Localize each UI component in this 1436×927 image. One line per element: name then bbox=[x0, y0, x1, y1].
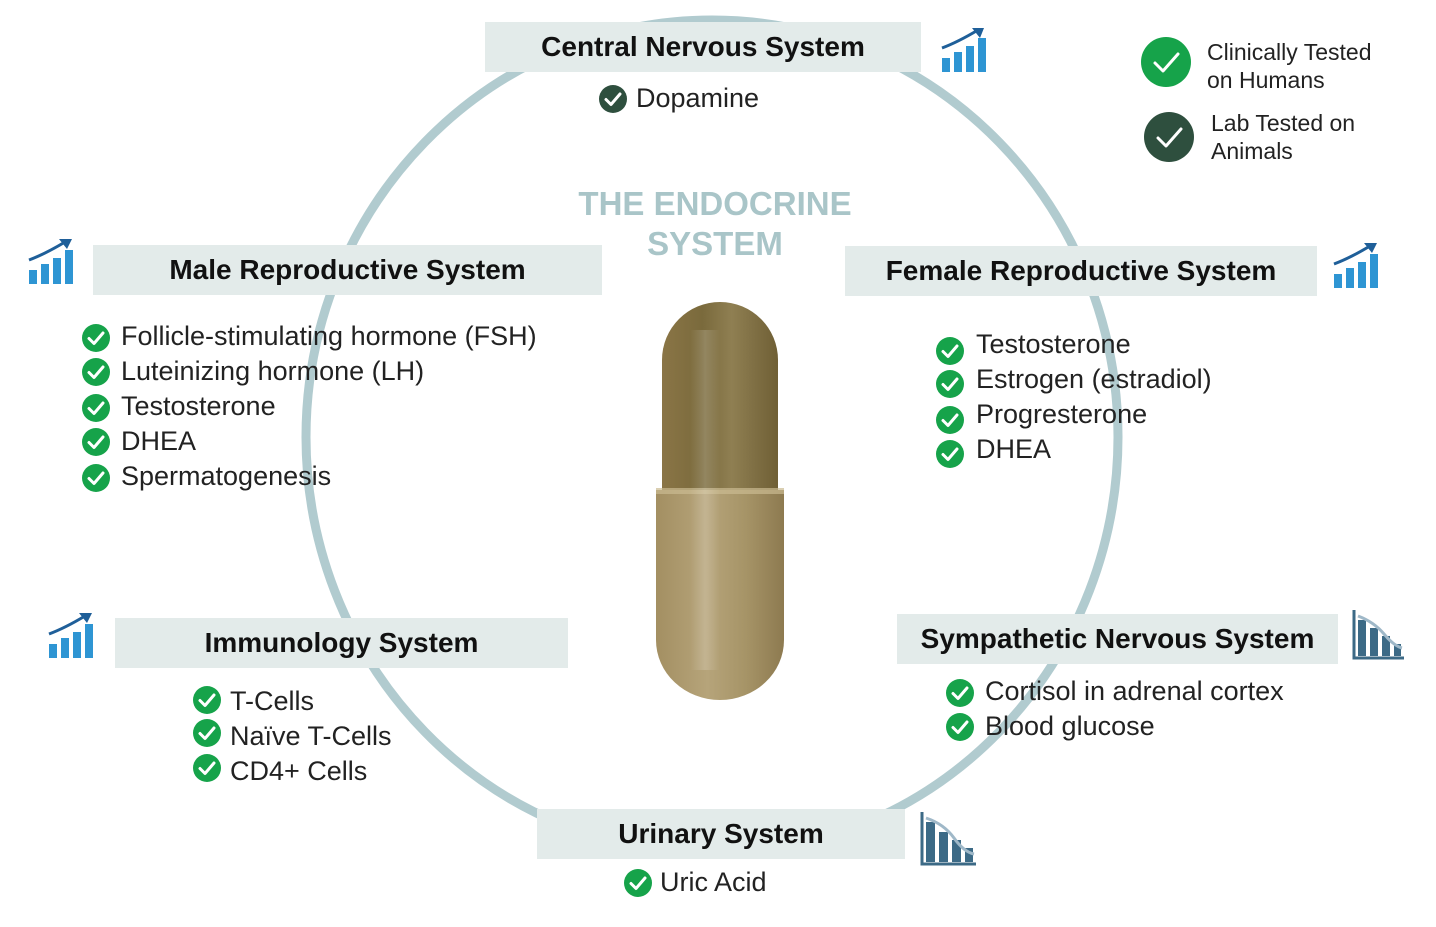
female-title-box: Female Reproductive System bbox=[845, 246, 1317, 296]
light-check-icon bbox=[82, 394, 110, 422]
sympathetic-item-label: Blood glucose bbox=[985, 711, 1155, 741]
center-title-line-1: THE ENDOCRINE bbox=[578, 185, 852, 222]
male-title-box: Male Reproductive System bbox=[93, 245, 602, 295]
clinical-check-icon bbox=[1141, 37, 1191, 87]
female-title: Female Reproductive System bbox=[885, 255, 1277, 286]
male-item-label: Spermatogenesis bbox=[121, 461, 332, 491]
male-item-label: DHEA bbox=[121, 426, 197, 456]
male-title: Male Reproductive System bbox=[169, 254, 526, 285]
female-item-label: DHEA bbox=[976, 434, 1052, 464]
urinary-item-label: Uric Acid bbox=[660, 867, 767, 897]
center-title: THE ENDOCRINE SYSTEM bbox=[560, 184, 870, 264]
light-check-icon bbox=[624, 869, 652, 897]
increase-chart-icon bbox=[941, 28, 986, 72]
decrease-chart-icon bbox=[920, 812, 976, 866]
cns-item-label: Dopamine bbox=[636, 83, 760, 113]
male-item-label: Follicle-stimulating hormone (FSH) bbox=[121, 321, 537, 351]
cns-title-box: Central Nervous System bbox=[485, 22, 921, 72]
immuno-item-label: Naïve T-Cells bbox=[230, 721, 392, 751]
center-title-line-2: SYSTEM bbox=[647, 225, 783, 262]
immuno-title-box: Immunology System bbox=[115, 618, 568, 668]
male-item-label: Testosterone bbox=[121, 391, 276, 421]
immuno-item-label: CD4+ Cells bbox=[230, 756, 368, 786]
light-check-icon bbox=[82, 428, 110, 456]
cns-title: Central Nervous System bbox=[541, 31, 865, 62]
legend-clinical-label: Clinically Tested on Humans bbox=[1207, 38, 1371, 94]
urinary-title: Urinary System bbox=[618, 818, 824, 849]
increase-chart-icon bbox=[1333, 243, 1378, 288]
light-check-icon bbox=[946, 713, 974, 741]
sympathetic-title: Sympathetic Nervous System bbox=[920, 623, 1315, 654]
light-check-icon bbox=[936, 370, 964, 398]
immuno-item-label: T-Cells bbox=[230, 686, 315, 716]
legend-lab-line-1: Lab Tested on bbox=[1211, 110, 1356, 136]
legend-clinical-line-1: Clinically Tested bbox=[1207, 39, 1372, 65]
light-check-icon bbox=[193, 719, 221, 747]
legend-clinical-line-2: on Humans bbox=[1207, 67, 1325, 93]
light-check-icon bbox=[193, 754, 221, 782]
light-check-icon bbox=[193, 686, 221, 714]
urinary-title-box: Urinary System bbox=[537, 809, 905, 859]
male-item-label: Luteinizing hormone (LH) bbox=[121, 356, 425, 386]
female-item-label: Testosterone bbox=[976, 329, 1131, 359]
immuno-title: Immunology System bbox=[204, 627, 479, 658]
light-check-icon bbox=[82, 358, 110, 386]
decrease-chart-icon bbox=[1352, 610, 1404, 660]
capsule-image bbox=[656, 302, 784, 700]
sympathetic-title-box: Sympathetic Nervous System bbox=[897, 614, 1338, 664]
legend-lab-line-2: Animals bbox=[1211, 138, 1293, 164]
legend-lab-label: Lab Tested on Animals bbox=[1211, 109, 1355, 165]
light-check-icon bbox=[82, 324, 110, 352]
light-check-icon bbox=[936, 337, 964, 365]
dark-check-icon bbox=[599, 85, 627, 113]
female-item-label: Progresterone bbox=[976, 399, 1148, 429]
light-check-icon bbox=[82, 464, 110, 492]
light-check-icon bbox=[946, 679, 974, 707]
increase-chart-icon bbox=[48, 613, 93, 658]
light-check-icon bbox=[936, 440, 964, 468]
light-check-icon bbox=[936, 406, 964, 434]
lab-check-icon bbox=[1144, 112, 1194, 162]
sympathetic-item-label: Cortisol in adrenal cortex bbox=[985, 676, 1284, 706]
increase-chart-icon bbox=[28, 239, 73, 284]
female-item-label: Estrogen (estradiol) bbox=[976, 364, 1212, 394]
